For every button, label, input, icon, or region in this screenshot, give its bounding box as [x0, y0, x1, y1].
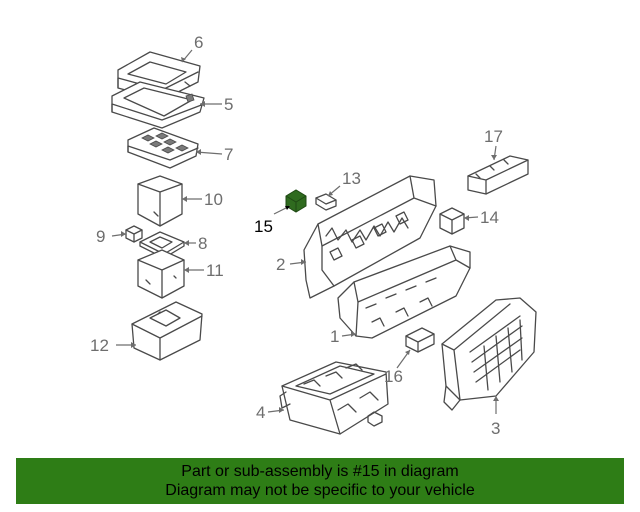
- callout-9: 9: [96, 227, 105, 246]
- part-17-connector: [467, 155, 529, 195]
- callout-1: 1: [330, 327, 339, 346]
- callout-12: 12: [90, 336, 109, 355]
- part-8-base-plate: [139, 231, 185, 259]
- callout-15: 15: [254, 217, 273, 236]
- banner-line-part: Part or sub-assembly is #15 in diagram: [181, 463, 459, 480]
- info-banner: Part or sub-assembly is #15 in diagram D…: [16, 458, 624, 504]
- callout-2: 2: [276, 255, 285, 274]
- part-9-small-cube: [125, 225, 143, 243]
- callout-17: 17: [484, 127, 503, 146]
- leader-arrowheads: [121, 57, 499, 413]
- callout-3: 3: [491, 419, 500, 438]
- banner-line-disclaimer: Diagram may not be specific to your vehi…: [165, 482, 475, 499]
- part-2-relay-panel: [303, 175, 437, 299]
- part-5-frame: [111, 81, 205, 129]
- part-16-small-relay: [405, 327, 435, 353]
- callout-14: 14: [480, 208, 499, 227]
- part-15-clip-highlighted: [285, 189, 307, 213]
- callout-5: 5: [224, 95, 233, 114]
- part-13-clip: [315, 193, 337, 211]
- part-11-relay: [137, 249, 185, 299]
- parts-diagram: 6 5 7 10 9 8 11 12 13 15 14 17 2 1 16 3 …: [90, 33, 537, 438]
- callout-7: 7: [224, 145, 233, 164]
- part-12-module: [131, 301, 203, 361]
- callout-16: 16: [384, 367, 403, 386]
- part-10-relay-cover: [137, 175, 183, 227]
- callout-10: 10: [204, 190, 223, 209]
- part-3-cover: [441, 297, 537, 411]
- part-1-junction-block: [337, 245, 471, 339]
- callout-6: 6: [194, 33, 203, 52]
- callout-4: 4: [256, 403, 265, 422]
- part-4-base-housing: [279, 361, 389, 435]
- callout-11: 11: [206, 261, 224, 280]
- part-7-fuse-block: [127, 127, 199, 169]
- callout-13: 13: [342, 169, 361, 188]
- callout-8: 8: [198, 234, 207, 253]
- part-14-relay-cube: [439, 207, 465, 235]
